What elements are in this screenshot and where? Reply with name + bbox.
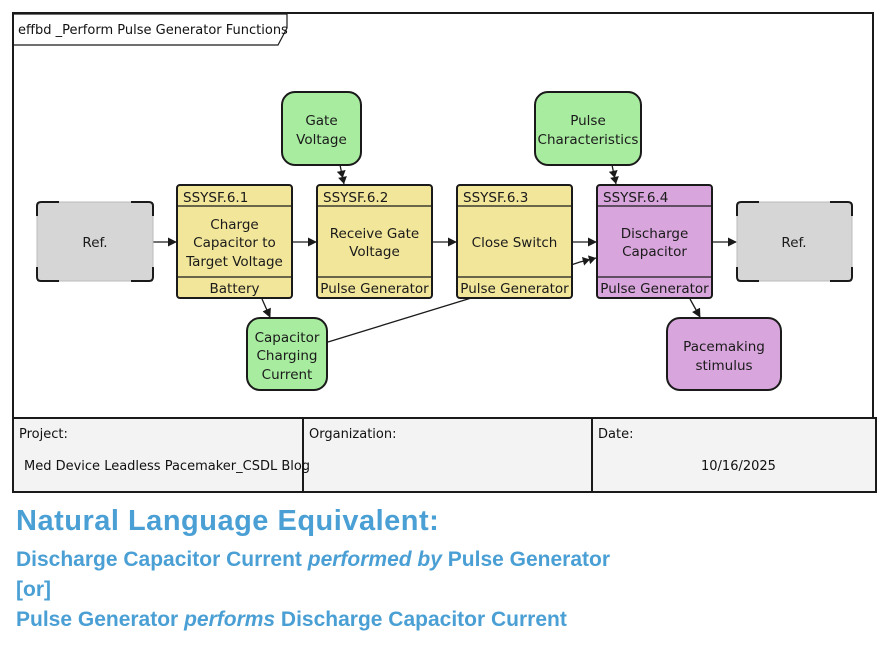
function-box-ssysf-6-2[interactable]: SSYSF.6.2 Receive Gate Voltage Pulse Gen…	[316, 184, 433, 299]
nl-object: Discharge Capacitor Current	[275, 608, 567, 631]
flow-gate-voltage-to-f2	[336, 164, 347, 185]
project-cell: Project: Med Device Leadless Pacemaker_C…	[14, 419, 310, 491]
nl-relation: performs	[184, 608, 276, 631]
item-label-line: stimulus	[695, 358, 752, 374]
ref-label: Ref.	[781, 235, 806, 251]
item-gate-voltage[interactable]: Gate Voltage	[281, 91, 362, 166]
title-block: Project: Med Device Leadless Pacemaker_C…	[12, 417, 877, 493]
project-value: Med Device Leadless Pacemaker_CSDL Blog	[24, 459, 311, 474]
item-label-line: Charging	[256, 348, 317, 364]
flow-f1-to-charging-current	[261, 298, 271, 318]
function-name-line: Close Switch	[472, 235, 558, 251]
flow-f4-to-pacemaking	[689, 298, 701, 318]
item-label-line: Gate	[305, 113, 337, 129]
function-name-line: Capacitor to	[193, 235, 276, 251]
diagram-title-tab: effbd _Perform Pulse Generator Functions	[14, 13, 288, 46]
item-label-line: Current	[262, 367, 313, 383]
ref-label: Ref.	[82, 235, 107, 251]
nl-subject: Pulse Generator	[16, 608, 185, 631]
function-name-line: Target Voltage	[185, 254, 283, 270]
natural-language-line-1: Discharge Capacitor Current performed by…	[16, 548, 610, 572]
item-label-line: Capacitor	[255, 330, 320, 346]
flow-pulse-char-to-f4	[608, 164, 619, 185]
natural-language-or: [or]	[16, 578, 51, 601]
nl-relation: performed by	[307, 548, 442, 571]
project-label: Project:	[19, 427, 68, 442]
nl-subject: Discharge Capacitor Current	[16, 548, 308, 571]
date-label: Date:	[598, 427, 634, 442]
item-label-line: Pacemaking	[683, 339, 765, 355]
function-box-ssysf-6-3[interactable]: SSYSF.6.3 Close Switch Pulse Generator	[456, 184, 573, 299]
function-performer: Pulse Generator	[460, 281, 569, 297]
function-number: SSYSF.6.2	[323, 190, 388, 206]
function-name-line: Charge	[210, 217, 258, 233]
item-label-line: Voltage	[296, 132, 347, 148]
ref-box-right[interactable]: Ref.	[736, 201, 853, 282]
function-name-line: Receive Gate	[330, 226, 419, 242]
function-number: SSYSF.6.4	[603, 190, 668, 206]
nl-object: Pulse Generator	[441, 548, 611, 571]
item-capacitor-charging-current[interactable]: Capacitor Charging Current	[246, 317, 328, 391]
date-cell: Date: 10/16/2025	[593, 419, 875, 491]
item-pacemaking-stimulus[interactable]: Pacemaking stimulus	[666, 317, 782, 391]
natural-language-line-2: Pulse Generator performs Discharge Capac…	[16, 608, 567, 632]
function-performer: Pulse Generator	[600, 281, 709, 297]
diagram-title: effbd _Perform Pulse Generator Functions	[18, 23, 288, 38]
function-number: SSYSF.6.1	[183, 190, 248, 206]
function-name-line: Voltage	[349, 244, 400, 260]
item-label-line: Characteristics	[538, 132, 639, 148]
natural-language-title: Natural Language Equivalent:	[16, 505, 440, 537]
ref-box-left[interactable]: Ref.	[36, 201, 154, 282]
function-number: SSYSF.6.3	[463, 190, 528, 206]
diagram-frame	[12, 12, 874, 490]
item-label-line: Pulse	[570, 113, 606, 129]
date-value: 10/16/2025	[701, 459, 776, 474]
effbd-diagram: effbd _Perform Pulse Generator Functions…	[14, 13, 853, 391]
function-box-ssysf-6-1[interactable]: SSYSF.6.1 Charge Capacitor to Target Vol…	[176, 184, 293, 299]
function-name-line: Discharge	[621, 226, 689, 242]
organization-cell: Organization:	[304, 419, 593, 491]
function-box-ssysf-6-4[interactable]: SSYSF.6.4 Discharge Capacitor Pulse Gene…	[596, 184, 713, 299]
item-pulse-characteristics[interactable]: Pulse Characteristics	[534, 91, 642, 166]
function-name-line: Capacitor	[622, 244, 687, 260]
function-performer: Pulse Generator	[320, 281, 429, 297]
organization-label: Organization:	[309, 427, 397, 442]
function-performer: Battery	[210, 281, 260, 297]
